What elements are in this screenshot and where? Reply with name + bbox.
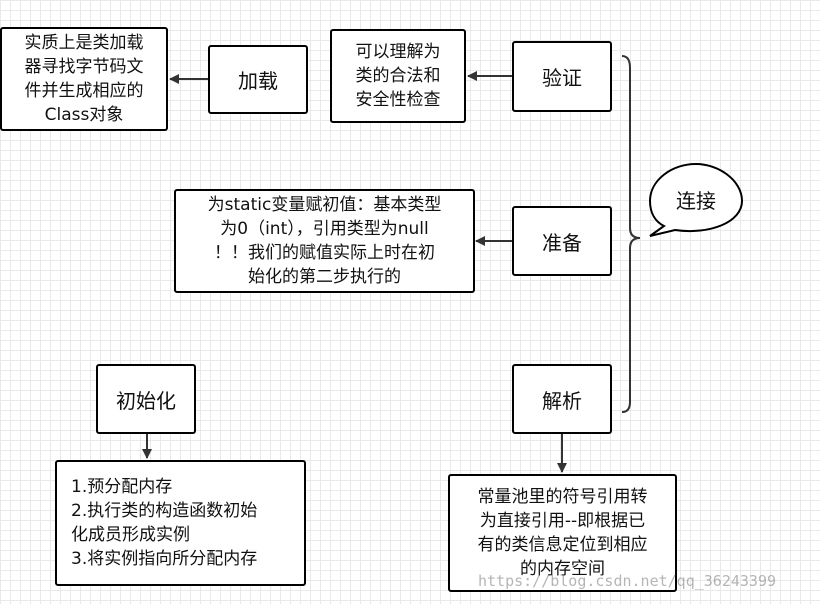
link-label: 连接 [676,189,716,213]
node-verify: 验证 [512,41,612,112]
node-verify-label: 验证 [542,66,582,90]
init-desc-line: 化成员形成实例 [71,525,190,545]
node-load-label: 加载 [238,69,278,93]
resolve-desc-line: 有的类信息定位到相应 [477,535,648,555]
node-initialize-label: 初始化 [116,388,176,413]
link-brace [621,55,641,413]
prepare-desc-line: 为static变量赋初值：基本类型 [207,195,442,215]
link-bubble [648,162,744,237]
load-desc-line: Class对象 [44,105,124,125]
verify-desc-line: 安全性检查 [355,90,441,110]
verify-description: 可以理解为 类的合法和 安全性检查 [330,29,466,123]
node-resolve-label: 解析 [542,388,582,413]
load-desc-line: 实质上是类加载 [24,33,144,53]
resolve-description: 常量池里的符号引用转 为直接引用--即根据已 有的类信息定位到相应 的内存空间 [448,474,677,592]
init-desc-line: 2.执行类的构造函数初始 [71,501,258,521]
init-description: 1.预分配内存 2.执行类的构造函数初始 化成员形成实例 3.将实例指向所分配内… [55,460,306,586]
watermark: https://blog.csdn.net/qq_36243399 [478,572,777,590]
resolve-desc-line: 为直接引用--即根据已 [479,511,646,531]
load-desc-line: 器寻找字节码文 [24,57,144,77]
node-load: 加载 [208,45,308,114]
prepare-desc-line: ！！我们的赋值实际上时在初 [214,243,435,263]
init-desc-line: 3.将实例指向所分配内存 [71,549,258,569]
prepare-desc-line: 始化的第二步执行的 [248,267,401,287]
node-resolve: 解析 [512,364,612,434]
resolve-desc-line: 常量池里的符号引用转 [477,487,648,507]
verify-desc-line: 可以理解为 [355,42,441,62]
node-prepare-label: 准备 [542,230,582,255]
node-prepare: 准备 [512,206,612,276]
node-initialize: 初始化 [96,364,196,434]
verify-desc-line: 类的合法和 [355,66,441,86]
load-description: 实质上是类加载 器寻找字节码文 件并生成相应的 Class对象 [0,27,168,131]
load-desc-line: 件并生成相应的 [24,81,144,101]
prepare-desc-line: 为0（int），引用类型为null [220,219,429,239]
resolve-desc-line: 的内存空间 [520,559,605,579]
init-desc-line: 1.预分配内存 [71,477,173,497]
prepare-description: 为static变量赋初值：基本类型 为0（int），引用类型为null ！！我们… [174,189,475,293]
